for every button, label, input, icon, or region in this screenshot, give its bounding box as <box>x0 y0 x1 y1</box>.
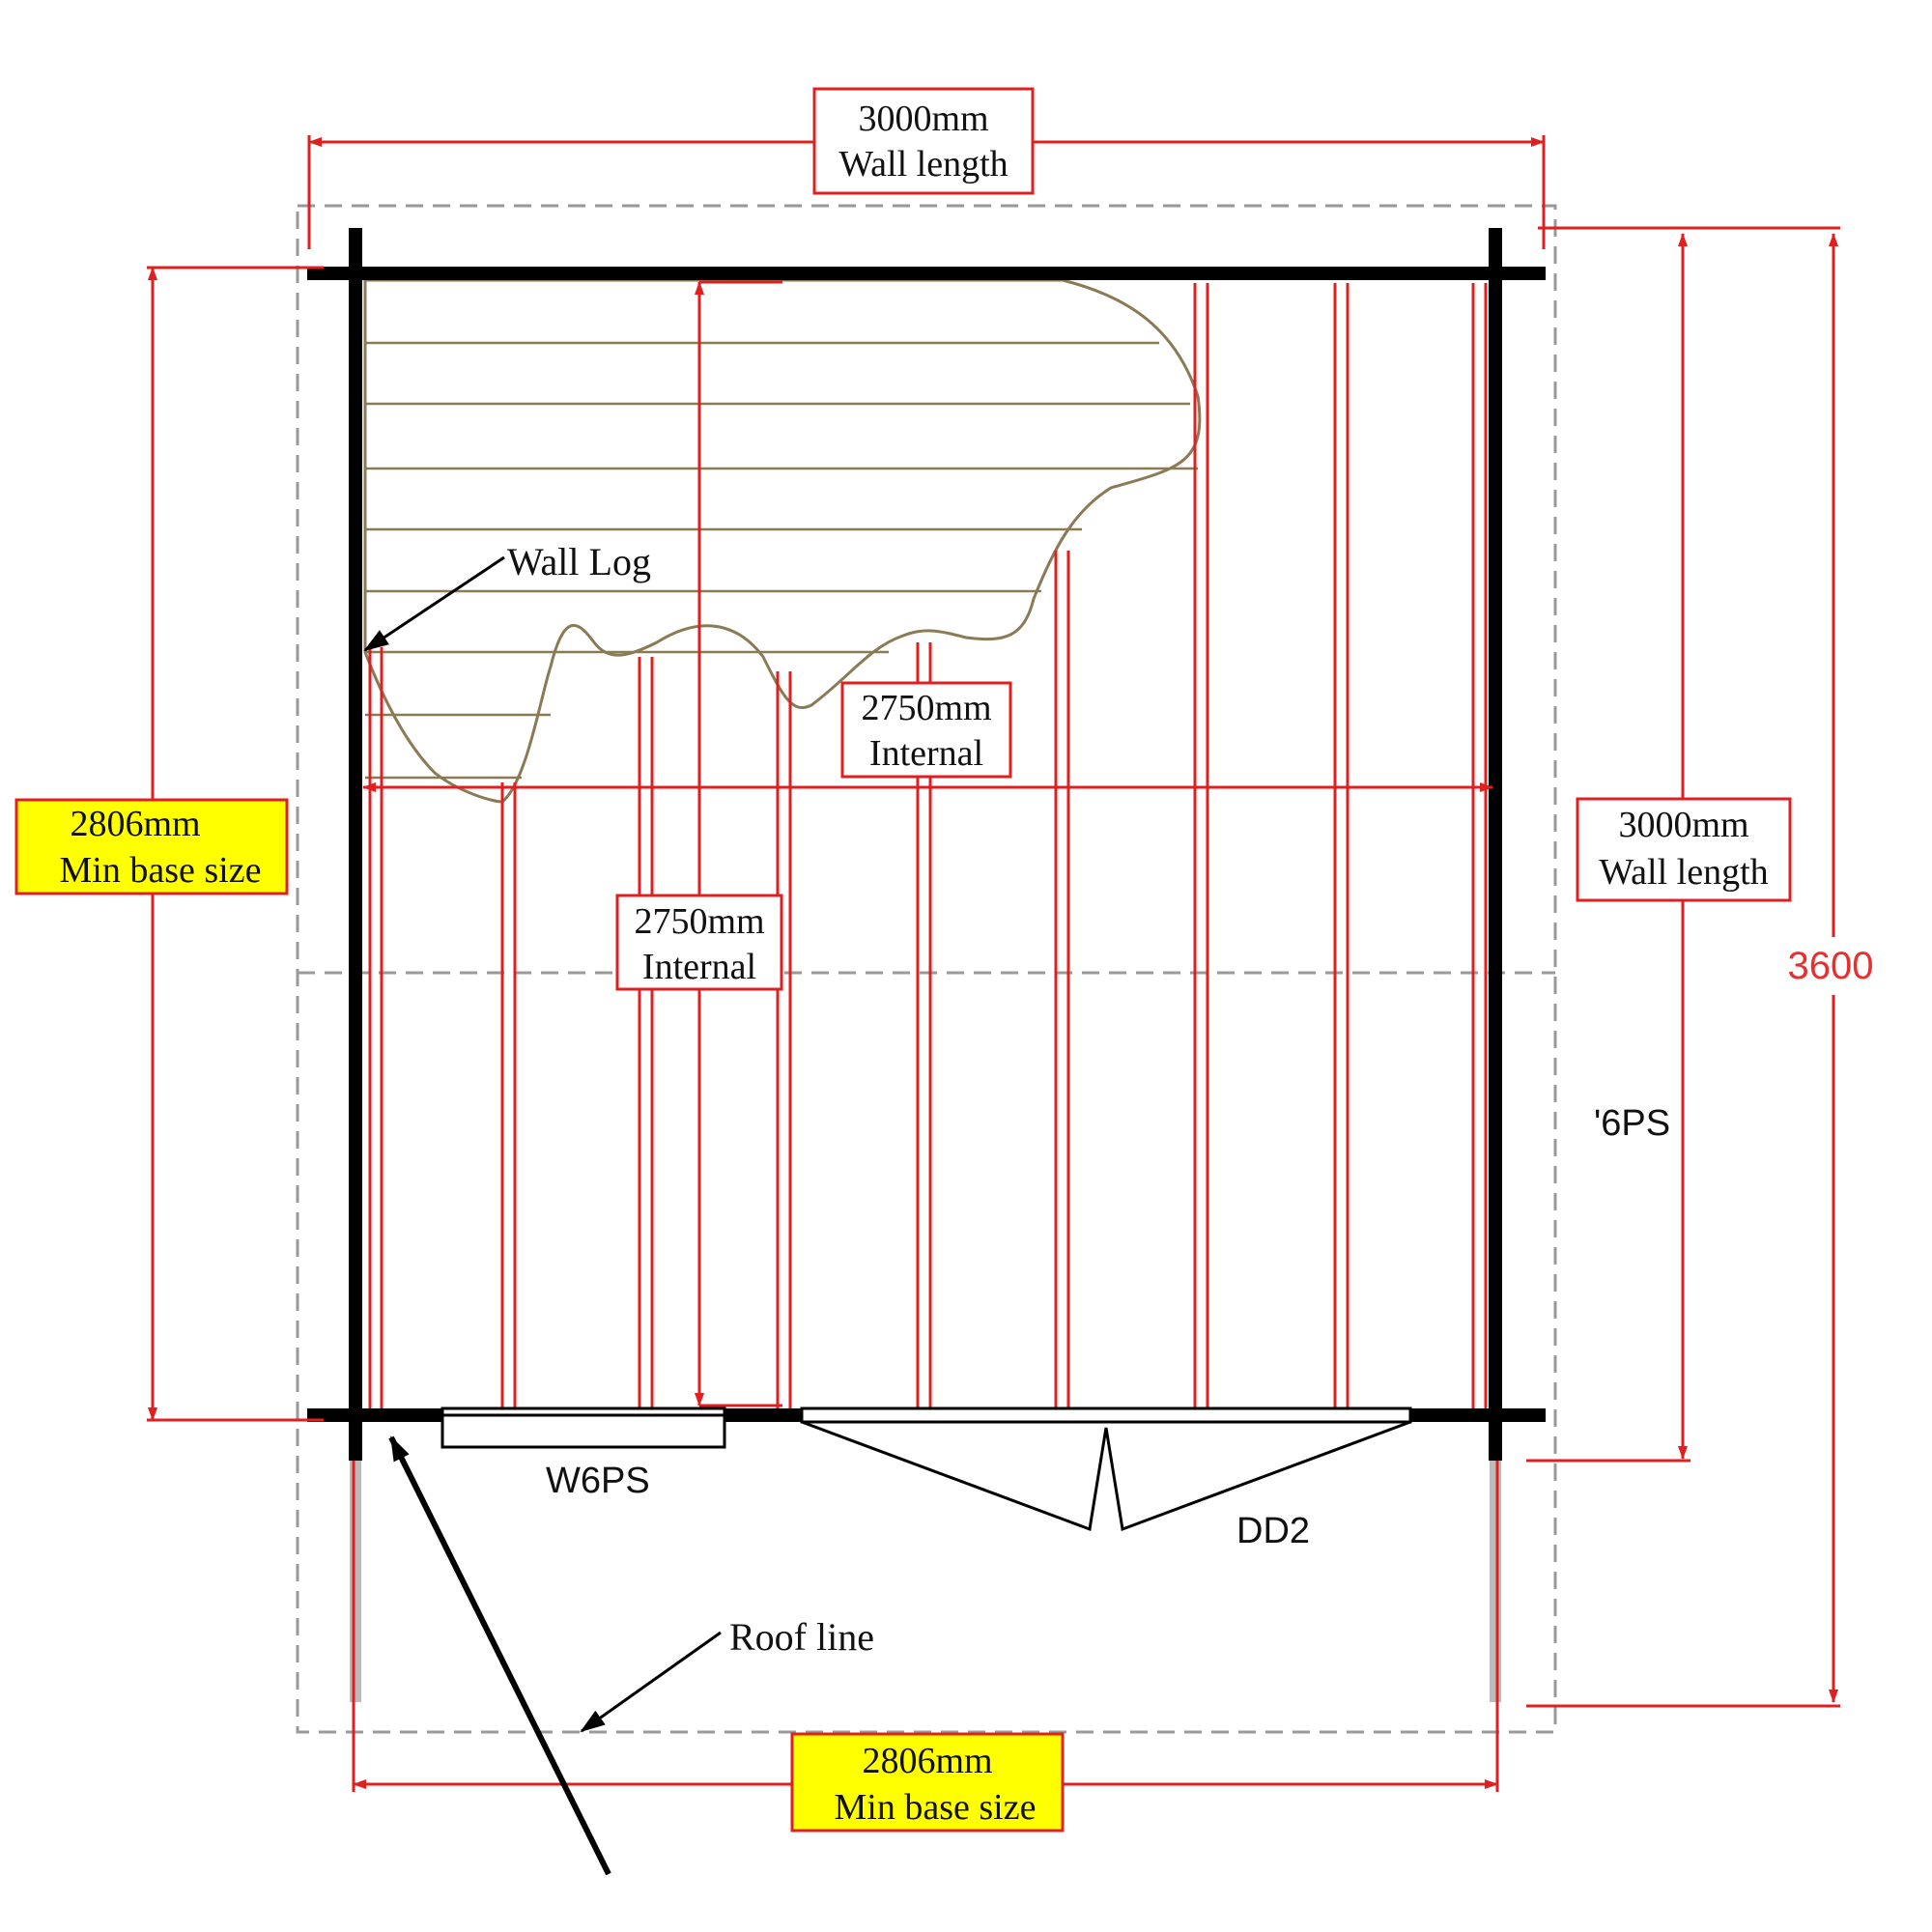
wall-log-hatch <box>363 278 1202 804</box>
right-wall-length-caption: Wall length <box>1599 852 1768 893</box>
dimension-internal-width: 2750mm Internal <box>362 681 1493 792</box>
door-dd2 <box>800 1406 1412 1532</box>
internal-width-value: 2750mm <box>861 688 991 728</box>
window-code-label: W6PS <box>546 1461 650 1501</box>
bottom-min-base-caption: Min base size <box>835 1787 1037 1828</box>
leader-arrows <box>363 555 722 1876</box>
floor-joists <box>368 283 1488 1410</box>
walls <box>307 228 1546 1461</box>
bottom-min-base-value: 2806mm <box>862 1741 992 1781</box>
roof-line-label: Roof line <box>729 1615 874 1659</box>
dimension-right-wall-length: 3000mm Wall length <box>1526 226 1792 1463</box>
corner-posts <box>350 1461 1501 1702</box>
top-wall-length-caption: Wall length <box>838 144 1008 185</box>
dimension-overall-depth: 3600 <box>1526 226 1874 1708</box>
wall-log-label: Wall Log <box>507 540 651 583</box>
dimension-internal-depth: 2750mm Internal <box>615 280 783 1407</box>
right-wall-length-value: 3000mm <box>1618 805 1748 845</box>
left-min-base-value: 2806mm <box>70 804 200 844</box>
roof-line-outline <box>296 204 1557 1734</box>
dimension-left-min-base: 2806mm Min base size <box>14 266 324 1422</box>
dimension-top-wall-length: 3000mm Wall length <box>307 87 1546 249</box>
window-w6ps <box>440 1406 726 1449</box>
dimension-bottom-min-base: 2806mm Min base size <box>352 1461 1499 1833</box>
left-min-base-caption: Min base size <box>60 850 262 891</box>
overall-depth-value: 3600 <box>1788 945 1874 987</box>
right-window-code-label: '6PS <box>1594 1103 1670 1144</box>
door-code-label: DD2 <box>1236 1511 1310 1551</box>
top-wall-length-value: 3000mm <box>858 99 988 139</box>
internal-width-caption: Internal <box>869 733 983 774</box>
internal-depth-value: 2750mm <box>634 901 764 942</box>
internal-depth-caption: Internal <box>642 947 756 987</box>
